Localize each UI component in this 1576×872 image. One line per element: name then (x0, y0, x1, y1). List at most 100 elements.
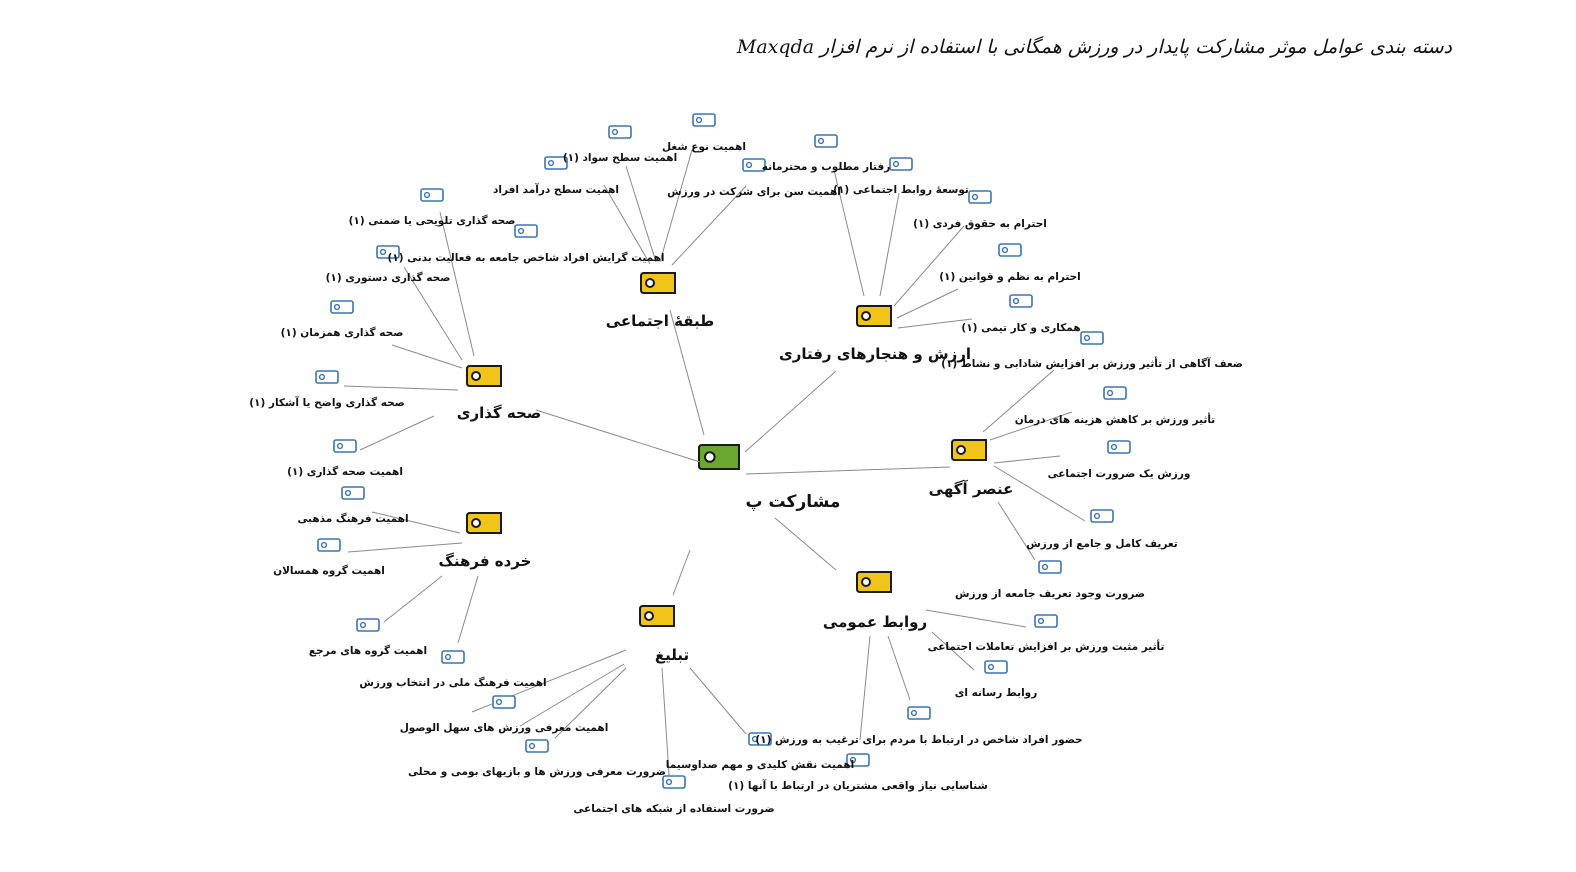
code-label-values-4: همکاری و کار تیمی (۱) (961, 322, 1081, 334)
connector-awareness-2 (993, 455, 1061, 464)
category-code-icon-subculture[interactable] (466, 512, 502, 534)
code-label-pr-0: تأثیر مثبت ورزش بر افزایش تعاملات اجتماع… (927, 641, 1165, 653)
code-icon-awareness-3[interactable] (1090, 509, 1114, 523)
category-code-icon-pr[interactable] (856, 571, 892, 593)
connector-staging-1 (403, 266, 463, 361)
code-icon-class-2[interactable] (608, 125, 632, 139)
code-icon-promotion-2[interactable] (525, 739, 549, 753)
code-label-awareness-2: ورزش یک ضرورت اجتماعی (1047, 468, 1191, 480)
code-icon-awareness-1[interactable] (1103, 386, 1127, 400)
code-icon-awareness-2[interactable] (1107, 440, 1131, 454)
code-label-class-3: اهمیت نوع شغل (662, 141, 746, 153)
code-icon-subculture-2[interactable] (356, 618, 380, 632)
category-code-icon-class[interactable] (640, 272, 676, 294)
code-icon-promotion-0[interactable] (748, 732, 772, 746)
connector-subculture-0 (371, 511, 461, 534)
code-label-staging-1: صحه گذاری دستوری (۱) (325, 272, 451, 284)
connector-subculture-3 (457, 575, 479, 644)
connector-pr-3 (859, 635, 871, 741)
connector-class-2 (659, 149, 693, 263)
code-icon-pr-3[interactable] (846, 753, 870, 767)
connector-subculture-2 (383, 575, 443, 623)
connector-class-3 (671, 185, 747, 266)
code-label-staging-2: صحه گذاری همزمان (۱) (280, 327, 404, 339)
code-label-staging-3: صحه گذاری واضح یا آشکار (۱) (249, 397, 405, 409)
category-label-promotion: تبلیغ (654, 646, 690, 664)
connector-center-promotion (672, 549, 691, 596)
connector-center-pr (774, 517, 837, 571)
connector-values-1 (879, 192, 900, 297)
connector-center-values (744, 370, 837, 453)
code-icon-class-3[interactable] (692, 113, 716, 127)
connector-pr-0 (925, 609, 1027, 628)
code-icon-subculture-3[interactable] (441, 650, 465, 664)
code-icon-staging-3[interactable] (315, 370, 339, 384)
code-label-class-0: اهمیت گرایش افراد شاخص جامعه به فعالیت ب… (387, 252, 665, 264)
code-icon-staging-4[interactable] (333, 439, 357, 453)
connector-values-0 (833, 169, 865, 297)
code-icon-class-4[interactable] (742, 158, 766, 172)
category-label-class: طبقۀ اجتماعی (605, 312, 715, 330)
code-icon-staging-0[interactable] (420, 188, 444, 202)
code-label-staging-0: صحه گذاری تلویحی یا ضمنی (۱) (348, 215, 516, 227)
code-label-pr-1: روابط رسانه ای (954, 687, 1038, 699)
code-icon-staging-1[interactable] (376, 245, 400, 259)
code-label-promotion-3: اهمیت معرفی ورزش های سهل الوصول (399, 722, 609, 734)
code-label-awareness-4: ضرورت وجود تعریف جامعه از ورزش (954, 588, 1146, 600)
code-icon-values-0[interactable] (814, 134, 838, 148)
code-icon-pr-2[interactable] (907, 706, 931, 720)
code-icon-pr-1[interactable] (984, 660, 1008, 674)
connector-subculture-1 (347, 542, 463, 553)
connector-center-class (669, 309, 705, 436)
code-icon-values-1[interactable] (889, 157, 913, 171)
category-code-icon-staging[interactable] (466, 365, 502, 387)
code-label-promotion-0: اهمیت نقش کلیدی و مهم صداوسیما (665, 759, 855, 771)
code-icon-pr-0[interactable] (1034, 614, 1058, 628)
code-icon-awareness-0[interactable] (1080, 331, 1104, 345)
code-icon-values-4[interactable] (1009, 294, 1033, 308)
category-code-icon-promotion[interactable] (639, 605, 675, 627)
connector-staging-0 (439, 211, 475, 357)
category-code-icon-values[interactable] (856, 305, 892, 327)
code-icon-values-2[interactable] (968, 190, 992, 204)
code-icon-awareness-4[interactable] (1038, 560, 1062, 574)
category-code-icon-awareness[interactable] (951, 439, 987, 461)
code-icon-subculture-0[interactable] (341, 486, 365, 500)
connector-center-staging (535, 409, 701, 463)
connector-values-2 (893, 225, 965, 307)
code-icon-promotion-3[interactable] (492, 695, 516, 709)
category-label-awareness: عنصر آگهی (928, 480, 1014, 498)
connector-promotion-3 (519, 663, 625, 727)
category-label-pr: روابط عمومی (822, 613, 928, 631)
code-icon-class-0[interactable] (514, 224, 538, 238)
code-label-pr-3: شناسایی نیاز واقعی مشتریان در ارتباط با … (728, 780, 988, 792)
code-label-subculture-3: اهمیت فرهنگ ملی در انتخاب ورزش (359, 677, 547, 689)
connector-class-1 (625, 165, 657, 263)
code-label-awareness-1: تأثیر ورزش بر کاهش هزینه های درمان (1014, 414, 1216, 426)
connector-awareness-4 (997, 501, 1036, 561)
code-label-subculture-1: اهمیت گروه همسالان (273, 565, 385, 577)
connector-staging-3 (343, 385, 459, 391)
code-icon-values-3[interactable] (998, 243, 1022, 257)
category-label-staging: صحه گذاری (456, 404, 542, 422)
category-label-subculture: خرده فرهنگ (438, 552, 532, 570)
code-label-class-1: اهمیت سطح درآمد افراد (493, 184, 619, 196)
code-icon-promotion-1[interactable] (662, 775, 686, 789)
code-icon-staging-2[interactable] (330, 300, 354, 314)
center-code-icon[interactable] (698, 444, 740, 470)
connector-awareness-1 (989, 411, 1073, 441)
connector-promotion-0 (689, 667, 747, 735)
connector-class-0 (603, 184, 651, 265)
connector-pr-2 (887, 635, 911, 701)
code-label-values-1: توسعۀ روابط اجتماعی (۱) (833, 184, 969, 196)
code-label-values-2: احترام به حقوق فردی (۱) (913, 218, 1047, 230)
code-label-pr-2: حضور افراد شاخص در ارتباط با مردم برای ت… (755, 734, 1083, 746)
category-label-values: ارزش و هنجارهای رفتاری (778, 345, 972, 363)
code-icon-class-1[interactable] (544, 156, 568, 170)
connector-awareness-3 (993, 465, 1086, 522)
connector-center-awareness (745, 466, 951, 475)
code-icon-subculture-1[interactable] (317, 538, 341, 552)
code-label-staging-4: اهمیت صحه گذاری (۱) (287, 466, 403, 478)
code-label-awareness-3: تعریف کامل و جامع از ورزش (1026, 538, 1178, 550)
